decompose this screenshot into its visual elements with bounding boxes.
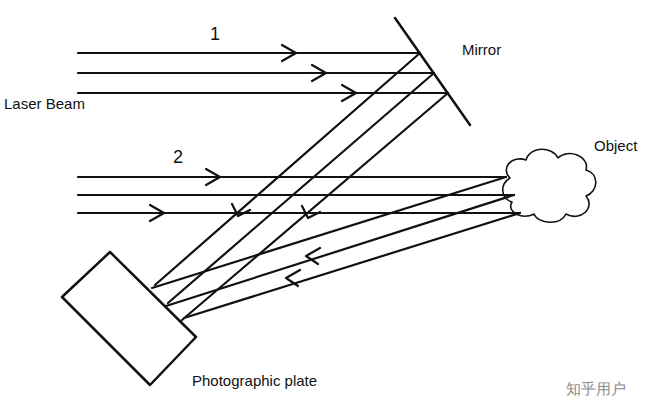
part-label: Photographic plate: [192, 373, 317, 390]
callout-number: 1: [210, 25, 220, 45]
callout-number: 2: [173, 148, 183, 168]
part-label: Mirror: [462, 42, 501, 59]
part-label: Object: [594, 138, 637, 155]
watermark: 知乎用户: [566, 381, 626, 398]
beam-label: Laser Beam: [4, 96, 85, 113]
